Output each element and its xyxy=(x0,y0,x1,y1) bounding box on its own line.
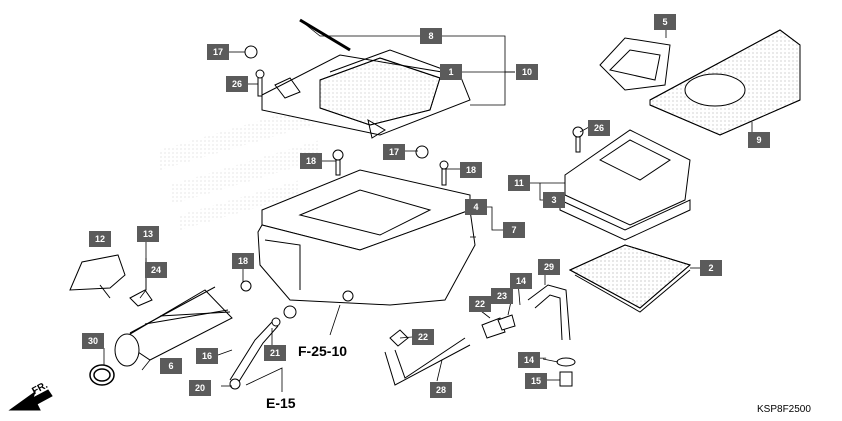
callout-6: 6 xyxy=(160,358,182,374)
diagram-code: KSP8F2500 xyxy=(757,404,811,415)
callout-18-c: 18 xyxy=(232,253,254,269)
callout-10: 10 xyxy=(516,64,538,80)
callout-14-b: 14 xyxy=(518,352,540,368)
reference-e-15: E-15 xyxy=(266,395,296,411)
callout-30: 30 xyxy=(82,333,104,349)
callout-22-b: 22 xyxy=(469,296,491,312)
callout-23: 23 xyxy=(491,288,513,304)
callout-13: 13 xyxy=(137,226,159,242)
watermark-stripes xyxy=(160,100,330,230)
filter-element xyxy=(568,244,692,313)
callout-2: 2 xyxy=(700,260,722,276)
drain-tube xyxy=(229,317,281,390)
cover-assembly xyxy=(261,18,471,139)
callout-17-b: 17 xyxy=(383,144,405,160)
callout-7: 7 xyxy=(503,222,525,238)
callout-11: 11 xyxy=(508,175,530,191)
breather-hose xyxy=(384,329,471,386)
callout-1: 1 xyxy=(440,64,462,80)
front-arrow xyxy=(8,389,53,411)
callout-18-b: 18 xyxy=(460,162,482,178)
fasteners xyxy=(244,45,584,186)
callout-15: 15 xyxy=(525,373,547,389)
filter-cover xyxy=(559,129,691,241)
callout-12: 12 xyxy=(89,231,111,247)
callout-26: 26 xyxy=(226,76,248,92)
callout-16: 16 xyxy=(196,348,218,364)
callout-20: 20 xyxy=(189,380,211,396)
callout-24: 24 xyxy=(145,262,167,278)
drain-plug xyxy=(556,357,576,387)
callout-28: 28 xyxy=(430,382,452,398)
joint xyxy=(481,314,516,339)
intake-tube xyxy=(114,286,233,367)
air-cleaner-case xyxy=(240,169,476,319)
callout-26-b: 26 xyxy=(588,120,610,136)
callout-14-b-dash: – xyxy=(540,352,547,364)
bent-hose xyxy=(527,284,571,341)
callout-8: 8 xyxy=(420,28,442,44)
reference-f-25-10: F-25-10 xyxy=(298,343,348,359)
callout-22: 22 xyxy=(412,329,434,345)
upper-duct xyxy=(599,29,801,136)
callout-18: 18 xyxy=(300,153,322,169)
callout-9: 9 xyxy=(748,132,770,148)
callout-4: 4 xyxy=(465,199,487,215)
callout-3: 3 xyxy=(543,192,565,208)
callout-5: 5 xyxy=(654,14,676,30)
intake-piece xyxy=(69,254,126,299)
callout-17: 17 xyxy=(207,44,229,60)
callout-21: 21 xyxy=(264,345,286,361)
callout-14: 14 xyxy=(510,273,532,289)
callout-29: 29 xyxy=(538,259,560,275)
hose-clamp xyxy=(89,364,115,386)
clamp xyxy=(129,289,153,307)
